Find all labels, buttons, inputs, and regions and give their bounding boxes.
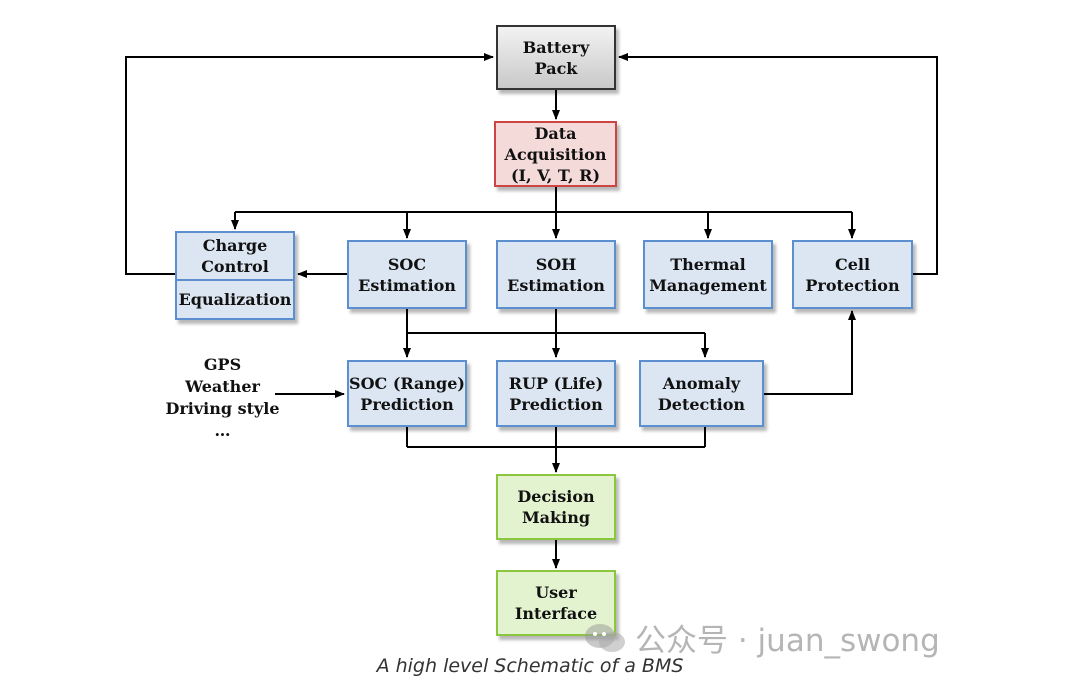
equalization-section: Equalization — [177, 281, 293, 318]
charge-control-section: Charge Control — [177, 233, 293, 281]
soc-prediction-line-2: Prediction — [360, 394, 454, 414]
battery-pack-line-1: Battery — [522, 37, 590, 57]
cell-protection-box: Cell Protection — [792, 240, 913, 309]
anomaly-detection-box: Anomaly Detection — [639, 360, 764, 427]
user-interface-line-2: Interface — [514, 604, 598, 623]
soc-prediction-box: SOC (Range) Prediction — [347, 360, 467, 427]
decision-making-box: Decision Making — [496, 474, 616, 540]
soc-estimation-box: SOC Estimation — [347, 240, 467, 309]
user-interface-line-1: User — [535, 583, 577, 602]
cell-protection-line-1: Cell — [834, 254, 871, 274]
arrow-charge-to-battery — [125, 53, 494, 275]
thermal-management-box: Thermal Management — [643, 240, 773, 309]
decision-making-line-2: Making — [521, 508, 591, 527]
arrow-cell-to-battery — [618, 53, 938, 275]
charge-control-line-2: Control — [201, 257, 269, 276]
soc-estimation-line-2: Estimation — [358, 275, 456, 295]
rup-prediction-line-2: Prediction — [509, 394, 603, 414]
external-input-2: Weather — [185, 377, 260, 396]
cell-protection-line-2: Protection — [805, 275, 900, 295]
figure-caption: A high level Schematic of a BMS — [376, 655, 684, 677]
thermal-management-line-2: Management — [649, 275, 767, 295]
soc-estimation-line-1: SOC — [387, 254, 427, 274]
wechat-icon — [585, 623, 625, 652]
external-inputs: GPS Weather Driving style … — [150, 354, 295, 442]
external-input-1: GPS — [203, 355, 242, 374]
soh-estimation-box: SOH Estimation — [496, 240, 616, 309]
soh-estimation-line-2: Estimation — [507, 275, 605, 295]
charge-control-line-1: Charge — [202, 236, 268, 255]
data-acquisition-line-2: Acquisition — [504, 144, 607, 164]
data-acquisition-line-1: Data — [534, 123, 577, 143]
external-input-4: … — [214, 421, 231, 440]
arrow-anomaly-to-cell — [764, 310, 856, 395]
equalization-label: Equalization — [178, 290, 292, 309]
decision-making-line-1: Decision — [517, 487, 595, 506]
battery-pack-box: Battery Pack — [496, 25, 616, 90]
watermark: 公众号 · juan_swong — [583, 615, 940, 660]
anomaly-detection-line-1: Anomaly — [662, 373, 741, 393]
battery-pack-line-2: Pack — [534, 58, 578, 78]
data-acquisition-box: Data Acquisition (I, V, T, R) — [494, 121, 617, 187]
external-input-3: Driving style — [165, 399, 280, 418]
thermal-management-line-1: Thermal — [670, 254, 746, 274]
rup-prediction-box: RUP (Life) Prediction — [496, 360, 616, 427]
data-acquisition-line-3: (I, V, T, R) — [510, 165, 601, 185]
soc-prediction-line-1: SOC (Range) — [349, 373, 465, 393]
soh-estimation-line-1: SOH — [535, 254, 577, 274]
anomaly-detection-line-2: Detection — [657, 394, 746, 414]
charge-control-box: Charge Control Equalization — [175, 231, 295, 320]
watermark-text: 公众号 · juan_swong — [635, 623, 940, 659]
rup-prediction-line-1: RUP (Life) — [508, 373, 604, 393]
